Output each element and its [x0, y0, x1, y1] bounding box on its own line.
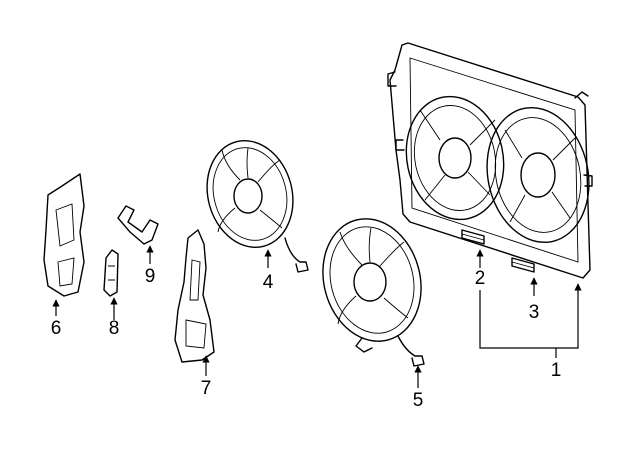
fan-shroud-part [387, 42, 593, 279]
callout-7: 7 [201, 378, 212, 399]
callout-5: 5 [413, 390, 424, 411]
callout-1: 1 [551, 360, 562, 381]
bracket-part-8 [103, 249, 119, 297]
callout-4: 4 [263, 272, 274, 293]
leader-lines [52, 245, 582, 388]
callout-8: 8 [109, 318, 120, 339]
callout-6: 6 [51, 318, 62, 339]
callout-2: 2 [475, 268, 486, 289]
callout-9: 9 [145, 266, 156, 287]
pad-part-2 [461, 229, 485, 245]
bracket-part-7 [174, 229, 215, 363]
pad-part-3 [511, 257, 535, 273]
fan-assembly-4 [206, 140, 309, 273]
air-guide-6 [43, 173, 85, 297]
clip-part-9 [117, 205, 159, 245]
fan-assembly-5 [322, 218, 425, 367]
callout-3: 3 [529, 302, 540, 323]
callout-labels: 1 2 3 4 5 6 7 8 9 [51, 266, 562, 411]
